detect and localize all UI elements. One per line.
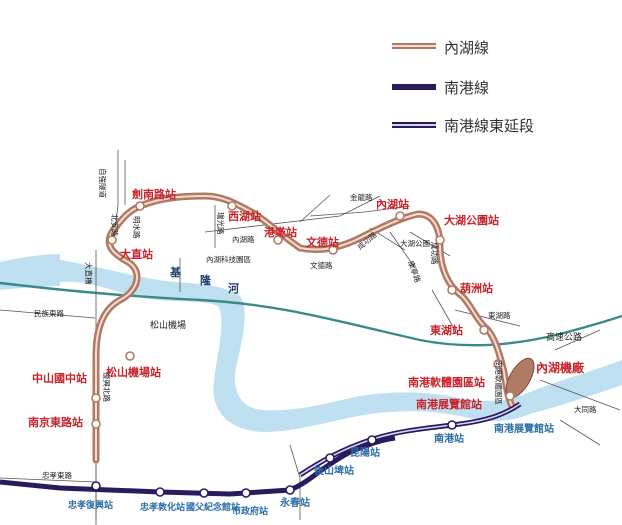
road-donghu: 東湖路 [488, 310, 511, 320]
st-wende: 文德站 [306, 235, 339, 249]
road-datong: 大同路 [574, 404, 597, 414]
river-char-3: 河 [228, 281, 239, 295]
st-xihu: 西湖站 [228, 209, 261, 223]
road-neihu: 內湖路 [232, 234, 255, 244]
legend: 內湖線 南港線 南港線東延段 [392, 39, 534, 135]
st-houshanpi: 後山埤站 [314, 464, 354, 477]
st-dahu-park: 大湖公園站 [444, 213, 499, 227]
st-huzhou: 葫洲站 [460, 281, 493, 295]
river-char-1: 基 [169, 265, 182, 279]
st-neihu: 內湖站 [376, 197, 409, 211]
label-highway: 高速公路 [546, 331, 582, 343]
road-dazhi-bridge: 大直橋 [84, 262, 94, 285]
road-bei-an: 北安路 [110, 214, 120, 237]
legend-neihu: 內湖線 [444, 39, 489, 57]
st-nangang-software-park: 南港軟體園區站 [408, 375, 485, 389]
road-fuxing: 復興北路 [102, 372, 112, 402]
legend-nangang: 南港線 [444, 79, 489, 97]
st-city-hall: 市政府站 [232, 505, 268, 517]
neihu-line [92, 192, 516, 464]
st-jiannan: 劍南路站 [131, 187, 176, 201]
legend-nangang-ext: 南港線東延段 [444, 117, 534, 135]
st-nangang-exhibition-ext: 南港展覽館站 [494, 422, 554, 435]
keelung-river [0, 257, 622, 432]
highway [0, 281, 622, 347]
label-songshan-airport: 松山機場 [150, 319, 186, 331]
st-nanjing-east: 南京東路站 [28, 415, 83, 429]
label-neihu-depot: 內湖機廠 [536, 360, 585, 375]
river-char-2: 隆 [200, 273, 212, 287]
road-ruiguang: 瑞光路 [216, 212, 226, 235]
st-nangang: 南港站 [434, 432, 464, 445]
station-dots-nangang [91, 420, 457, 498]
st-dazhi: 大直站 [120, 247, 153, 261]
st-gangqian: 港墘站 [264, 225, 297, 239]
road-lake: 大湖公園 [400, 238, 430, 248]
road-kangning: 康寧路 [406, 259, 423, 284]
st-zhongxiao-fuxing: 忠孝復興站 [68, 499, 113, 511]
st-donghu: 東湖站 [430, 323, 463, 337]
road-zhongxiao: 忠孝東路 [42, 470, 72, 480]
st-yongchun: 永春站 [279, 496, 310, 509]
st-sun-yat-sen-memorial: 國父紀念館站 [186, 501, 240, 513]
road-jinlong: 金龍路 [350, 192, 373, 202]
keelung-river-upper [0, 254, 60, 290]
st-zhongshan-junior-high: 中山國中站 [32, 371, 87, 385]
road-tech-park: 內湖科技園區 [206, 254, 251, 264]
st-nangang-exhibition-neihu: 南港展覽館站 [416, 397, 482, 411]
st-kunyang: 昆陽站 [350, 446, 380, 459]
road-minzu: 民族東路 [34, 308, 64, 318]
station-dots [91, 201, 515, 429]
st-songshan-airport: 松山機場站 [106, 365, 161, 379]
road-mingshui: 明水路 [132, 216, 142, 239]
road-depot-track: 南港軟體園區 [494, 360, 504, 405]
st-zhongxiao-dunhua: 忠孝敦化站 [140, 501, 185, 513]
road-zhiqiang: 自強隧道 [98, 168, 108, 198]
road-chenggong2: 成功路 [430, 242, 440, 265]
road-wende: 文德路 [310, 260, 333, 270]
